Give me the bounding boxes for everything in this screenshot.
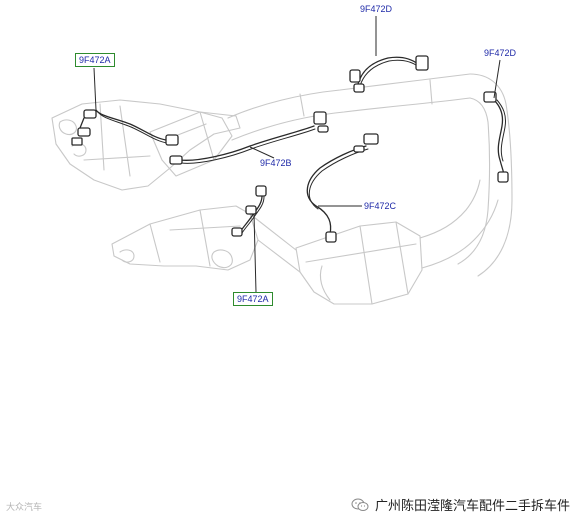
callout-9f472d-right: 9F472D — [484, 48, 517, 58]
left-watermark: 大众汽车 — [6, 503, 43, 513]
sensor-9f472d-upper — [349, 55, 429, 93]
leader-a-top — [93, 67, 97, 111]
lower-exhaust-pipe — [249, 179, 499, 273]
callout-9f472a-lower: 9F472A — [233, 292, 273, 306]
callout-9f472c: 9F472C — [364, 201, 397, 211]
leader-b — [249, 146, 275, 159]
right-watermark-group: 广州陈田滢隆汽车配件二手拆车件 — [351, 495, 570, 514]
right-watermark-text: 广州陈田滢隆汽车配件二手拆车件 — [374, 499, 570, 514]
leader-a-bottom — [253, 213, 257, 293]
callout-9f472d-top: 9F472D — [360, 4, 393, 14]
sensor-9f472a-upper — [71, 109, 179, 146]
upper-exhaust-pipe — [227, 73, 513, 277]
sensor-9f472c — [306, 133, 379, 243]
lower-exhaust-manifold — [111, 205, 259, 271]
callout-9f472a-upper: 9F472A — [75, 53, 115, 67]
exhaust-system-outline — [51, 73, 513, 305]
oxygen-sensors — [71, 55, 509, 243]
wechat-icon — [351, 498, 369, 511]
callout-9f472b: 9F472B — [260, 158, 292, 168]
leader-d-right — [493, 59, 501, 99]
leader-lines — [93, 16, 501, 293]
left-upper-catalytic-converter — [149, 111, 233, 177]
lower-catalytic-converter — [295, 221, 423, 305]
sensor-9f472b — [169, 111, 329, 165]
footer-watermarks: 大众汽车 广州陈田滢隆汽车配件二手拆车件 — [0, 492, 582, 518]
sensor-9f472a-lower — [231, 185, 267, 237]
sensor-9f472d-right — [483, 91, 509, 183]
